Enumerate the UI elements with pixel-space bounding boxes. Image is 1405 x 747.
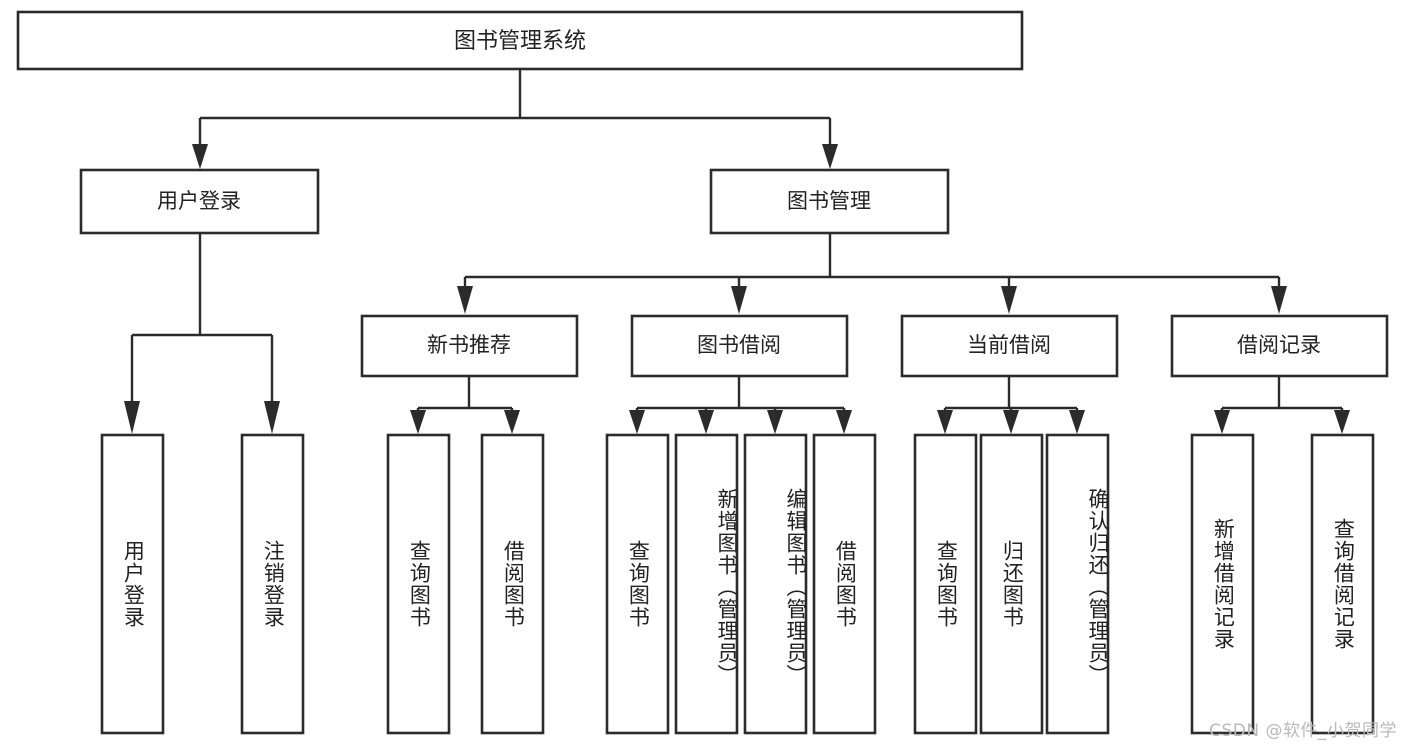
leaf-box-newbook-2[interactable] [480, 433, 545, 735]
node-root-system-label: 图书管理系统 [454, 29, 586, 54]
arrow-bm-to-borrow-record [1271, 286, 1287, 314]
node-root-system-box[interactable] [16, 10, 1024, 71]
node-new-book-recommend[interactable]: 新书推荐 [360, 314, 579, 378]
arrow-currentborrow-leaf-3 [1069, 410, 1085, 434]
node-book-borrow[interactable]: 图书借阅 [630, 314, 849, 378]
node-user-login-label: 用户登录 [157, 189, 241, 213]
leaf-box-newbook-1[interactable] [386, 433, 451, 735]
node-book-manage-label: 图书管理 [787, 189, 871, 213]
node-book-borrow-box[interactable] [630, 314, 849, 378]
arrow-newbook-leaf-1 [410, 410, 426, 434]
leaf-box-borrowrecord-1[interactable] [1190, 433, 1255, 735]
leaf-box-currentborrow-2[interactable] [979, 433, 1044, 735]
node-borrow-record-label: 借阅记录 [1237, 333, 1321, 357]
arrow-bookborrow-leaf-3 [767, 410, 783, 434]
connector-group [124, 69, 1350, 434]
node-user-login-box[interactable] [79, 168, 320, 235]
leaf-box-bookborrow-1[interactable] [605, 433, 670, 735]
node-current-borrow-box[interactable] [900, 314, 1119, 378]
leaf-box-bookborrow-3[interactable] [743, 433, 808, 735]
node-book-manage-box[interactable] [709, 168, 950, 235]
leaf-box-borrowrecord-2[interactable] [1310, 433, 1375, 735]
arrow-currentborrow-leaf-2 [1003, 410, 1019, 434]
arrow-newbook-leaf-2 [504, 410, 520, 434]
node-user-login[interactable]: 用户登录 [79, 168, 320, 235]
arrow-bookborrow-leaf-2 [698, 410, 714, 434]
leaf-box-user-login-1[interactable] [100, 433, 165, 735]
csdn-watermark: CSDN @软件_小贺同学 [1209, 721, 1397, 741]
leaf-box-bookborrow-2[interactable] [674, 433, 739, 735]
arrow-bm-to-current-borrow [1001, 286, 1017, 314]
arrow-currentborrow-leaf-1 [937, 410, 953, 434]
leaf-box-currentborrow-3[interactable] [1045, 433, 1110, 735]
arrow-root-to-book-manage [822, 144, 838, 169]
arrow-borrowrecord-leaf-1 [1214, 410, 1230, 434]
node-current-borrow-label: 当前借阅 [967, 333, 1051, 357]
node-current-borrow[interactable]: 当前借阅 [900, 314, 1119, 378]
arrow-bookborrow-leaf-4 [836, 410, 852, 434]
arrow-root-to-user-login [192, 144, 208, 169]
node-book-borrow-label: 图书借阅 [697, 333, 781, 357]
node-new-book-recommend-label: 新书推荐 [427, 333, 511, 357]
node-borrow-record-box[interactable] [1170, 314, 1389, 378]
arrow-bm-to-new-book [457, 286, 473, 314]
node-book-manage[interactable]: 图书管理 [709, 168, 950, 235]
arrow-bm-to-book-borrow [731, 286, 747, 314]
node-borrow-record[interactable]: 借阅记录 [1170, 314, 1389, 378]
arrow-borrowrecord-leaf-2 [1334, 410, 1350, 434]
leaf-box-bookborrow-4[interactable] [812, 433, 877, 735]
arrow-user-login-leaf-1 [124, 401, 140, 434]
arrow-bookborrow-leaf-1 [629, 410, 645, 434]
node-root-system[interactable]: 图书管理系统 [16, 10, 1024, 71]
leaf-box-user-login-2[interactable] [240, 433, 305, 735]
arrow-user-login-leaf-2 [264, 401, 280, 434]
leaf-box-currentborrow-1[interactable] [913, 433, 978, 735]
node-new-book-recommend-box[interactable] [360, 314, 579, 378]
